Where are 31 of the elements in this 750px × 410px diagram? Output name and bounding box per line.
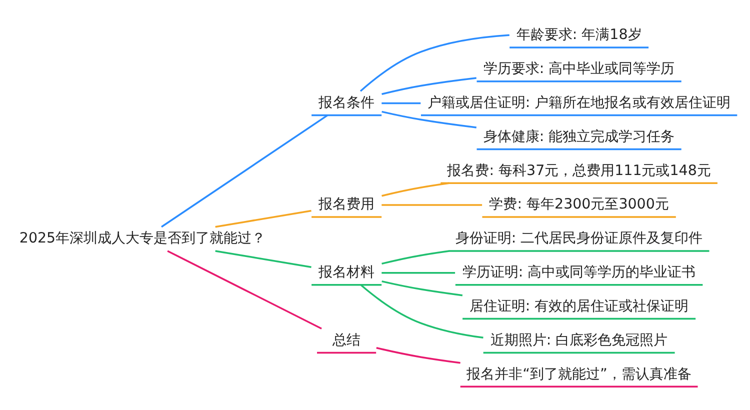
node-text: 报名条件 [318, 94, 375, 111]
connector [382, 280, 463, 296]
connector [382, 102, 421, 104]
node-text: 报名并非“到了就能过”，需认真准备 [466, 366, 692, 382]
connector [376, 347, 460, 364]
connector [382, 250, 450, 265]
connector [382, 204, 482, 206]
node-text: 学历要求: 高中毕业或同等学历 [483, 61, 675, 78]
node-text: 身体健康: 能独立完成学习任务 [483, 128, 675, 145]
connector [360, 284, 484, 339]
connector [215, 210, 312, 228]
connector [167, 250, 322, 330]
node-text: 报名费: 每科37元，总费用111元或148元 [447, 162, 711, 179]
node-text: 学历证明: 高中或同等学历的毕业证书 [462, 264, 696, 281]
connector [360, 34, 510, 92]
connector [215, 250, 312, 268]
node-text: 近期照片: 白底彩色免冠照片 [490, 332, 668, 348]
node-text: 居住证明: 有效的居住证或社保证明 [469, 298, 689, 314]
node-text: 2025年深圳成人大专是否到了就能过？ [19, 230, 266, 247]
node-text: 年龄要求: 年满18岁 [516, 27, 642, 44]
connector [382, 182, 450, 197]
connector [161, 114, 328, 228]
node-text: 学费: 每年2300元至3000元 [489, 196, 669, 213]
node-text: 报名材料 [318, 264, 375, 281]
node-text: 身份证明: 二代居民身份证原件及复印件 [455, 230, 703, 247]
connector [382, 272, 456, 274]
connector [382, 110, 476, 128]
node-text: 户籍或居住证明: 户籍所在地报名或有效居住证明 [427, 94, 731, 111]
connector [382, 77, 476, 95]
node-text: 总结 [332, 332, 361, 348]
node-text: 报名费用 [318, 196, 375, 213]
